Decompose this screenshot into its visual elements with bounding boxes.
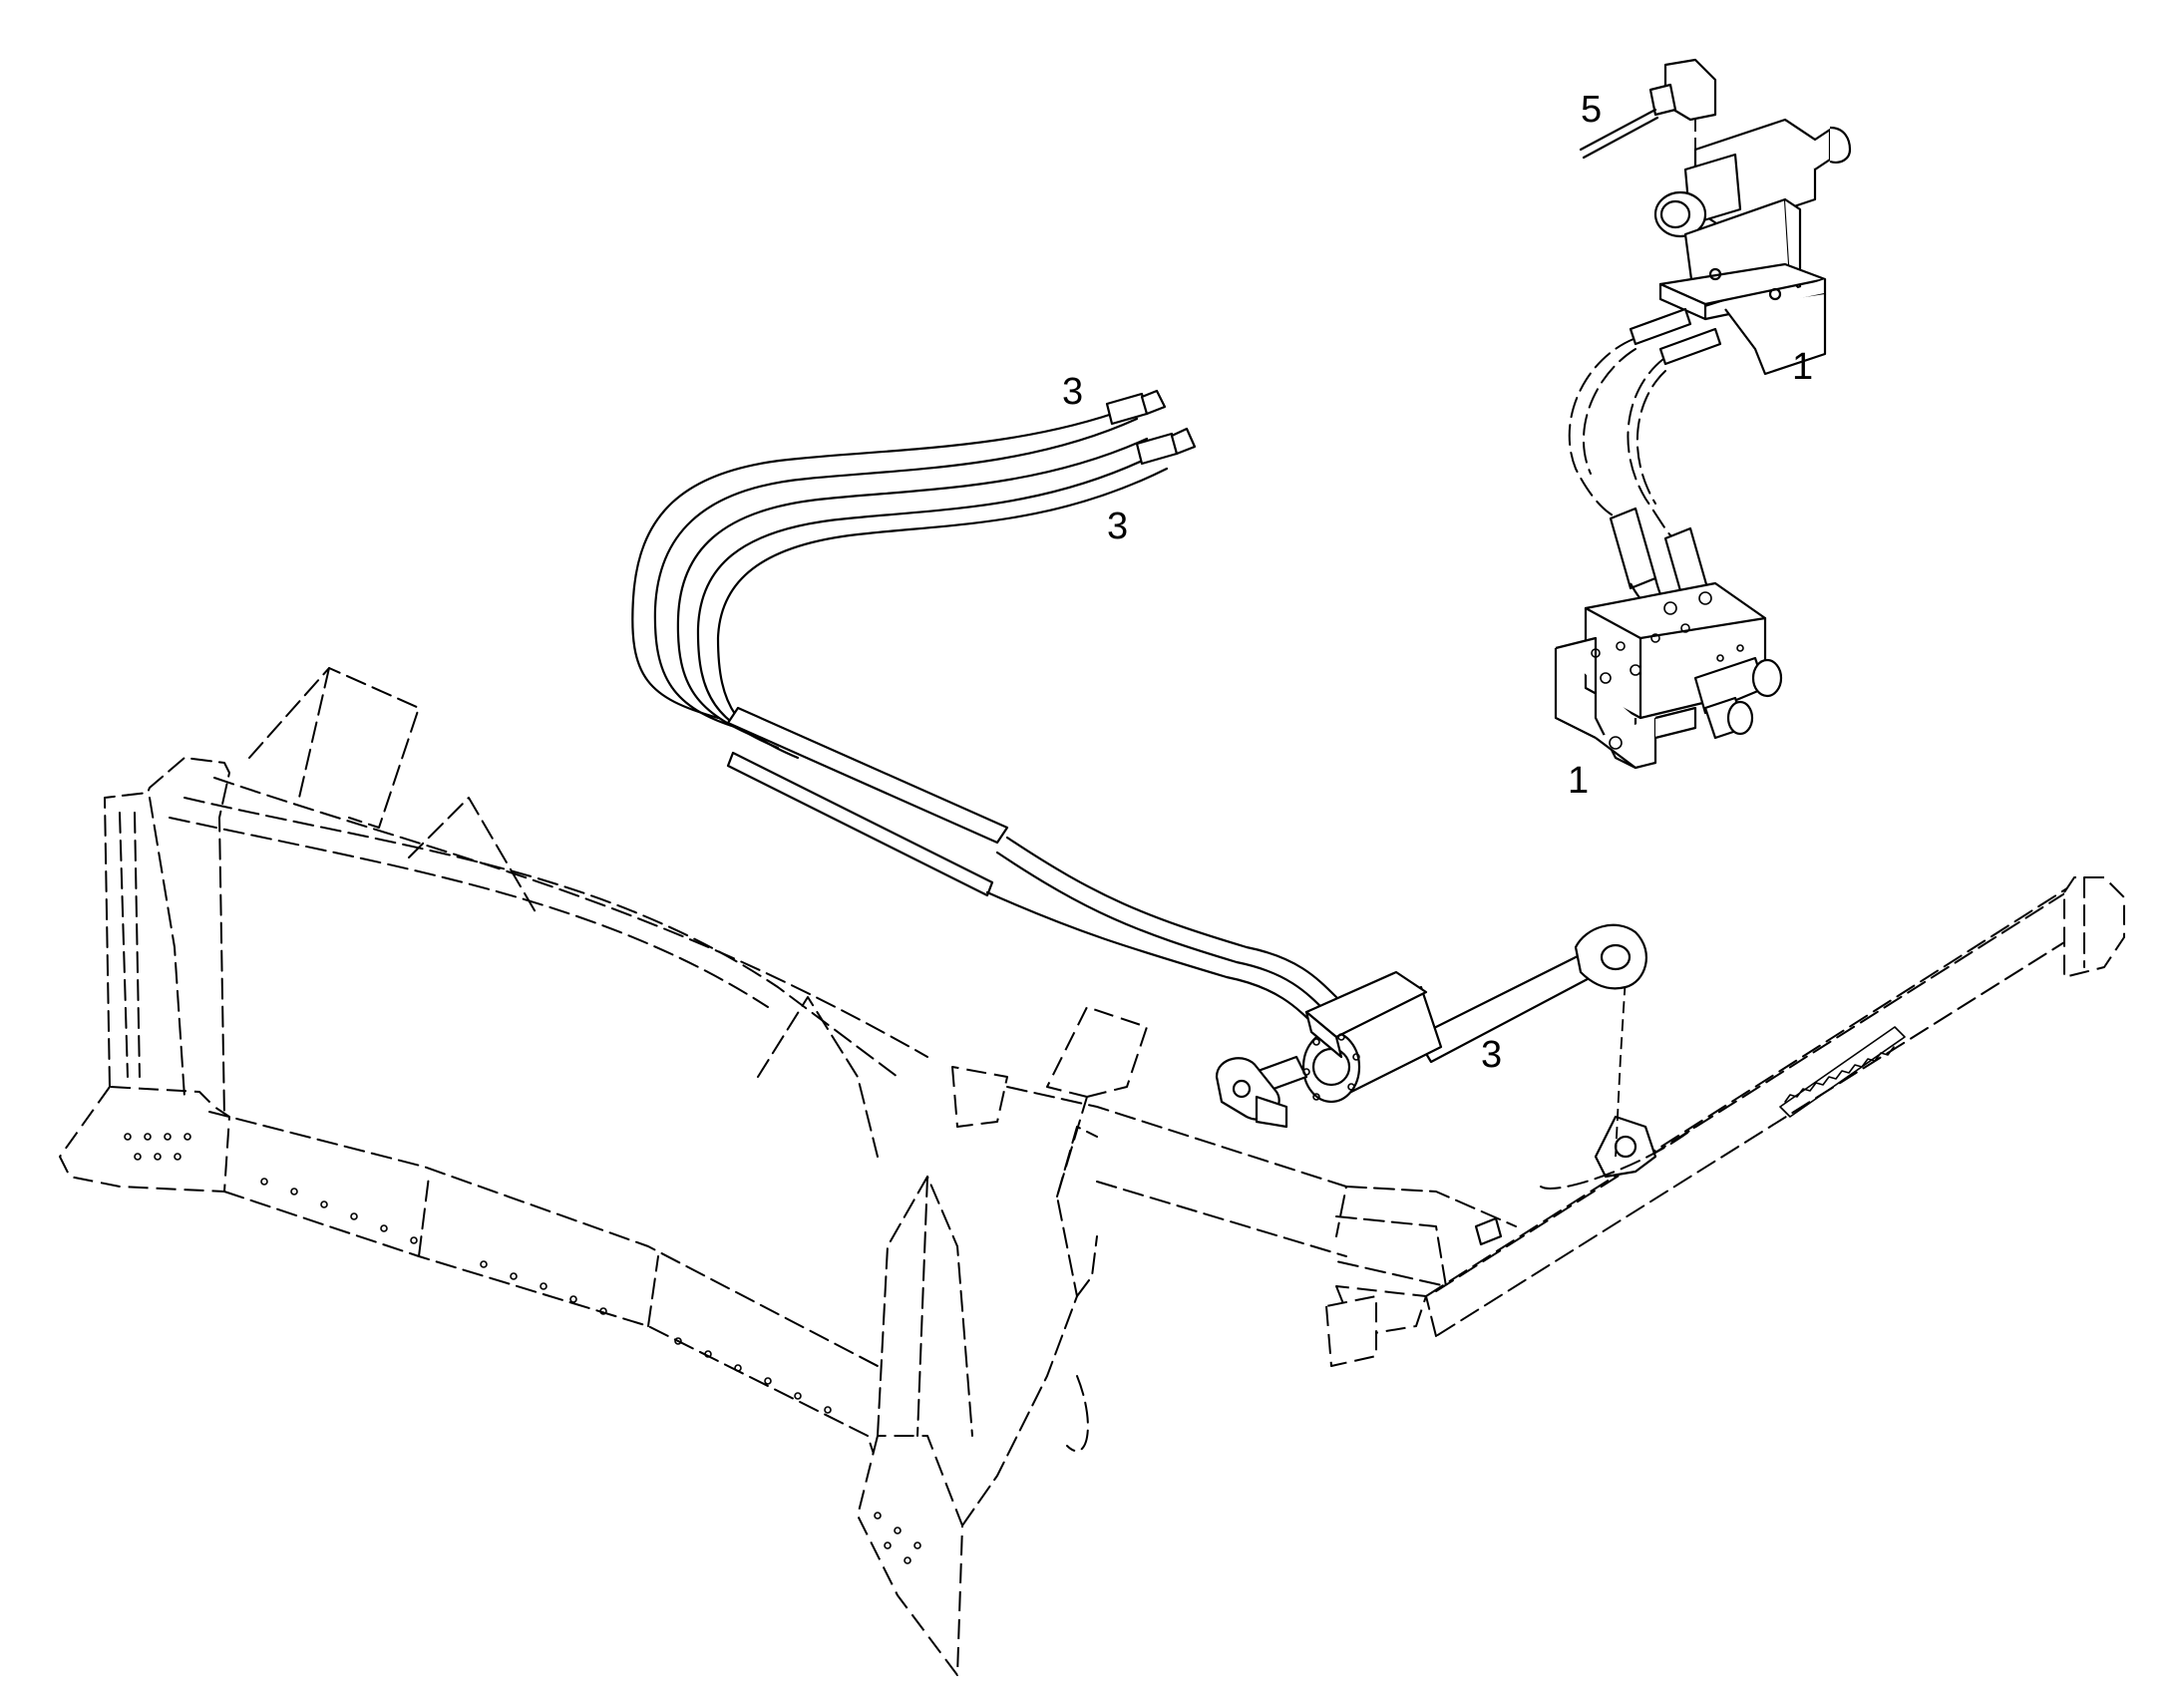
callout-hose-upper: 3	[1062, 371, 1083, 413]
callout-solenoid-valve: 1	[1792, 346, 1813, 388]
dozer-blade	[59, 667, 1148, 1676]
hydraulic-hoses	[631, 389, 1338, 1029]
callout-connector: 5	[1581, 89, 1602, 131]
control-valve-block	[1554, 507, 1783, 770]
solenoid-valve	[1568, 58, 1852, 539]
callout-cylinder: 3	[1481, 1034, 1502, 1076]
push-frame	[951, 876, 2125, 1367]
callout-control-block: 1	[1568, 760, 1589, 802]
callout-hose-lower: 3	[1107, 506, 1128, 547]
hydraulic-cylinder	[1215, 923, 1647, 1129]
